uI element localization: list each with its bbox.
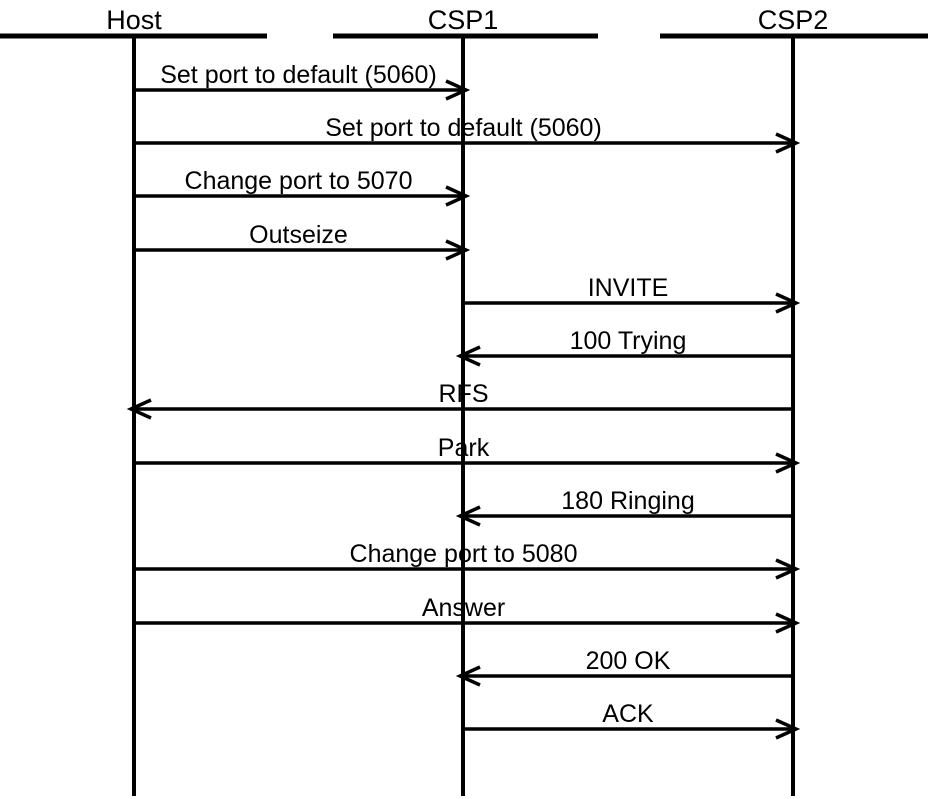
arrowhead-icon: [775, 132, 801, 154]
actor-label-csp1: CSP1: [428, 5, 499, 35]
message-label-9: Change port to 5080: [350, 540, 578, 568]
message-label-8: 180 Ringing: [561, 487, 694, 515]
message-label-5: 100 Trying: [570, 327, 687, 355]
arrowhead-icon: [455, 505, 481, 527]
arrowhead-icon: [445, 239, 471, 261]
arrowhead-icon: [775, 292, 801, 314]
message-label-0: Set port to default (5060): [160, 61, 437, 89]
message-label-7: Park: [438, 434, 490, 462]
arrowhead-icon: [775, 452, 801, 474]
actor-label-csp2: CSP2: [758, 5, 829, 35]
arrowhead-icon: [775, 718, 801, 740]
message-label-3: Outseize: [249, 221, 348, 249]
arrowhead-icon: [455, 665, 481, 687]
arrowhead-icon: [775, 612, 801, 634]
message-label-1: Set port to default (5060): [325, 114, 602, 142]
arrowhead-icon: [455, 345, 481, 367]
arrowhead-icon: [445, 185, 471, 207]
message-label-2: Change port to 5070: [185, 167, 413, 195]
message-label-12: ACK: [602, 700, 654, 728]
arrowhead-icon: [445, 79, 471, 101]
arrowhead-icon: [775, 558, 801, 580]
message-label-4: INVITE: [588, 274, 669, 302]
message-label-10: Answer: [422, 594, 505, 622]
message-label-6: RFS: [439, 380, 489, 408]
message-label-11: 200 OK: [586, 647, 671, 675]
actor-label-host: Host: [106, 5, 162, 35]
arrowhead-icon: [126, 398, 152, 420]
